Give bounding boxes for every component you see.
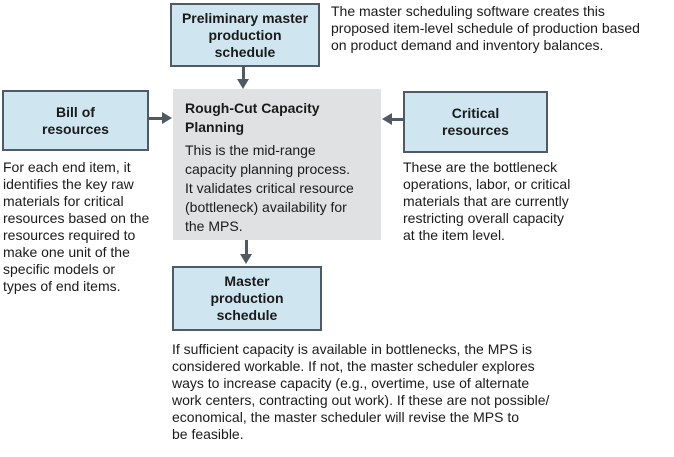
box-master-production-schedule-label: Master production schedule [210,273,284,323]
box-critical-resources-label: Critical resources [442,105,509,138]
box-preliminary-master-production-schedule: Preliminary master production schedule [170,3,320,67]
note-bill-of-resources-description: For each end item, it identifies the key… [3,159,150,294]
arrow-preliminary-to-rccp-head [237,79,249,89]
arrow-rccp-to-master-head [240,254,252,264]
arrow-preliminary-to-rccp-line [242,67,245,80]
box-critical-resources: Critical resources [403,91,548,153]
note-mps-feasibility: If sufficient capacity is available in b… [172,341,550,442]
rccp-title: Rough-Cut Capacity Planning [185,100,320,135]
box-rough-cut-capacity-planning: Rough-Cut Capacity Planning This is the … [173,89,381,240]
box-bill-of-resources-label: Bill of resources [42,103,109,137]
arrow-bill-to-rccp-line [149,117,163,120]
note-critical-resources-description: These are the bottleneck operations, lab… [403,159,571,243]
arrow-critical-to-rccp-head [382,113,392,125]
box-bill-of-resources: Bill of resources [2,90,149,151]
note-master-scheduling-software: The master scheduling software creates t… [331,3,640,53]
arrow-bill-to-rccp-head [162,112,172,124]
box-preliminary-mps-label: Preliminary master production schedule [181,9,309,60]
arrow-rccp-to-master-line [245,240,248,255]
rccp-description: This is the mid-range capacity planning … [185,142,354,234]
arrow-critical-to-rccp-line [391,118,403,121]
box-master-production-schedule: Master production schedule [172,266,322,331]
